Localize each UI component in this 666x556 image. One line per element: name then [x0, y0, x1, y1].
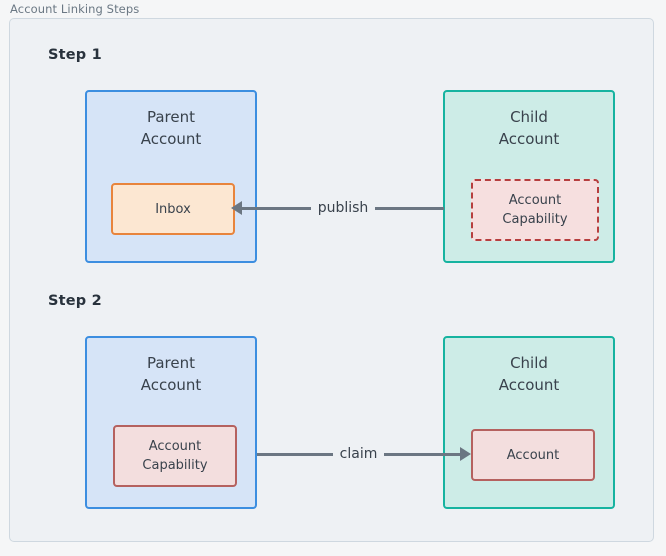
publish-label: publish	[317, 200, 369, 216]
account-box-child-step2[interactable]: Account	[471, 429, 595, 481]
child-account-step2[interactable]: Child Account Account	[443, 336, 615, 509]
parent-account-step1[interactable]: Parent Account Inbox	[85, 90, 257, 263]
flow-line	[384, 452, 461, 456]
inbox-box[interactable]: Inbox	[111, 183, 235, 235]
claim-flow: claim	[257, 441, 472, 467]
child-account-step1[interactable]: Child Account Account Capability	[443, 90, 615, 263]
step-1-label: Step 1	[48, 47, 102, 63]
step-2-label: Step 2	[48, 293, 102, 309]
account-capability-box-child-step1[interactable]: Account Capability	[471, 179, 599, 241]
claim-label: claim	[339, 446, 378, 462]
parent-account-step2-title: Parent Account	[140, 354, 202, 394]
child-account-step2-title: Child Account	[498, 354, 560, 394]
arrow-right-icon	[460, 447, 472, 461]
flow-line	[242, 206, 311, 210]
diagram-title: Account Linking Steps	[10, 2, 140, 16]
parent-account-step2[interactable]: Parent Account Account Capability	[85, 336, 257, 509]
flow-line	[375, 206, 444, 210]
parent-account-step1-title: Parent Account	[140, 108, 202, 148]
account-capability-box-parent-step2[interactable]: Account Capability	[113, 425, 237, 487]
publish-flow: publish	[231, 195, 444, 221]
flow-line	[257, 452, 333, 456]
child-account-step1-title: Child Account	[498, 108, 560, 148]
arrow-left-icon	[231, 201, 242, 215]
